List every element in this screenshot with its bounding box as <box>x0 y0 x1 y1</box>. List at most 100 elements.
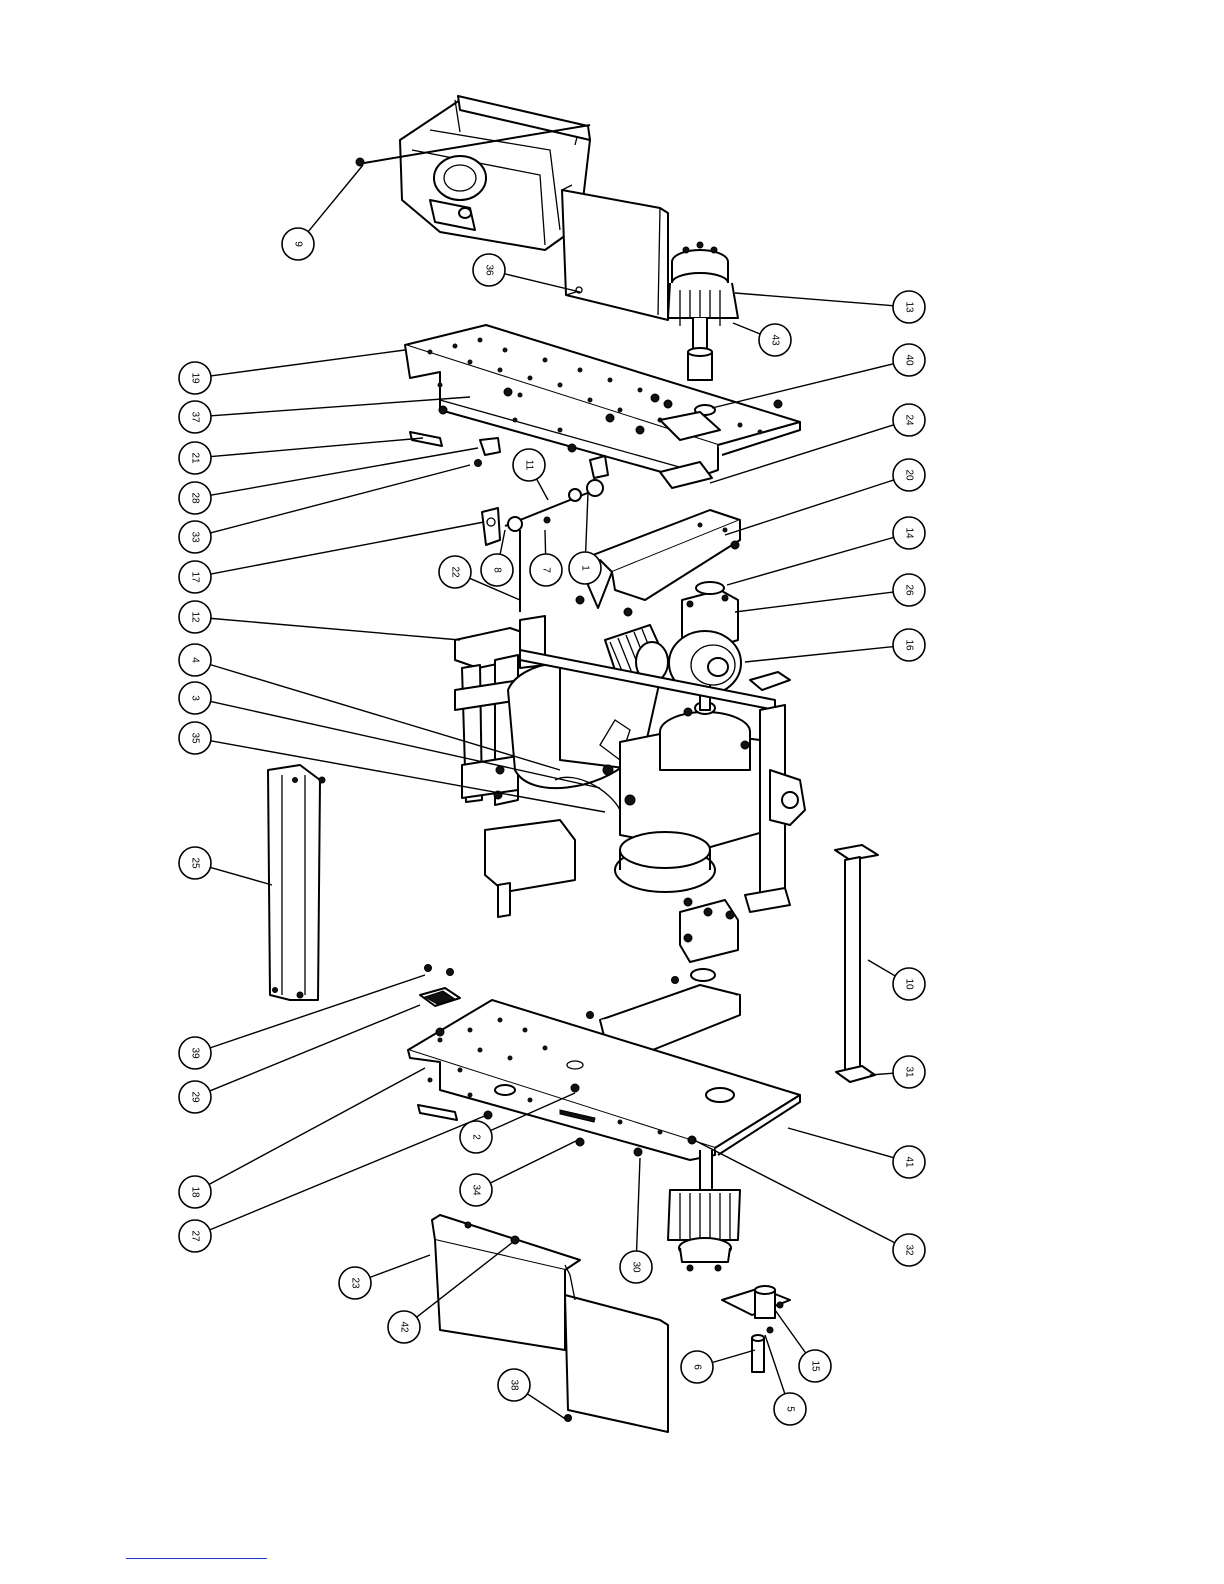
callout-number: 37 <box>190 411 201 423</box>
upper-side-panel <box>562 185 668 320</box>
callout-15: 15 <box>775 1310 831 1382</box>
callout-40: 40 <box>712 344 925 408</box>
callout-number: 34 <box>471 1184 482 1196</box>
callout-leader <box>637 1158 640 1251</box>
callout-leader <box>735 293 893 306</box>
callout-30: 30 <box>620 1158 652 1283</box>
callout-leader <box>210 1005 420 1091</box>
callout-number: 20 <box>904 469 915 481</box>
callout-leader <box>211 350 405 376</box>
lower-side-panel <box>432 1215 668 1432</box>
callout-number: 5 <box>785 1406 796 1412</box>
callout-leader <box>209 1068 425 1184</box>
callout-leader <box>211 438 423 457</box>
callout-number: 13 <box>904 301 915 313</box>
callout-number: 16 <box>904 639 915 651</box>
callout-leader <box>788 1128 894 1158</box>
callout-leader <box>725 480 894 535</box>
callout-leader <box>712 1350 755 1362</box>
fuel-tank <box>356 96 590 250</box>
callout-number: 36 <box>484 264 495 276</box>
callout-number: 21 <box>190 452 201 464</box>
callout-leader <box>868 960 895 976</box>
callout-number: 1 <box>580 565 591 571</box>
callout-leader <box>727 537 894 585</box>
lower-small-parts <box>420 965 460 1007</box>
callout-number: 31 <box>904 1066 915 1078</box>
callout-23: 23 <box>339 1255 430 1299</box>
callout-number: 39 <box>190 1047 201 1059</box>
callout-17: 17 <box>179 522 484 593</box>
callout-1: 1 <box>569 493 601 584</box>
callout-26: 26 <box>735 574 925 612</box>
footnote-rule <box>126 1558 267 1559</box>
callout-number: 23 <box>350 1277 361 1289</box>
callout-number: 25 <box>190 857 201 869</box>
callout-leader <box>211 397 470 416</box>
callout-number: 40 <box>904 354 915 366</box>
callout-number: 14 <box>904 527 915 539</box>
callout-28: 28 <box>179 448 478 514</box>
bearing-plate-assembly <box>722 1286 790 1372</box>
callout-number: 7 <box>541 567 552 573</box>
callout-12: 12 <box>179 601 460 640</box>
callout-leader <box>500 530 505 554</box>
callout-14: 14 <box>727 517 925 585</box>
callout-number: 28 <box>190 492 201 504</box>
callout-number: 6 <box>692 1364 703 1370</box>
callout-leader <box>545 530 546 554</box>
callout-16: 16 <box>745 629 925 662</box>
callout-number: 30 <box>631 1261 642 1273</box>
callout-number: 29 <box>190 1091 201 1103</box>
callout-29: 29 <box>179 1005 420 1113</box>
callout-31: 31 <box>870 1056 925 1088</box>
callout-number: 27 <box>190 1230 201 1242</box>
callout-6: 6 <box>681 1350 755 1383</box>
callout-25: 25 <box>179 847 272 885</box>
callout-number: 15 <box>810 1360 821 1372</box>
callout-leader <box>370 1255 430 1277</box>
callout-leader <box>775 1310 806 1353</box>
callout-number: 22 <box>450 566 461 578</box>
callout-leader <box>308 165 363 232</box>
callout-number: 26 <box>904 584 915 596</box>
callout-number: 41 <box>904 1156 915 1168</box>
callout-leader <box>537 479 548 500</box>
callout-leader <box>210 1115 487 1230</box>
callout-10: 10 <box>868 960 925 1000</box>
callout-13: 13 <box>735 291 925 323</box>
callout-leader <box>490 1140 578 1183</box>
callout-37: 37 <box>179 397 470 433</box>
callout-number: 19 <box>190 372 201 384</box>
callout-5: 5 <box>765 1335 806 1425</box>
callout-7: 7 <box>530 530 562 586</box>
callout-leader <box>712 364 893 408</box>
callout-number: 24 <box>904 414 915 426</box>
callout-number: 3 <box>190 695 201 701</box>
callout-number: 11 <box>524 460 535 471</box>
callout-number: 43 <box>770 334 781 346</box>
callout-leader <box>733 323 760 334</box>
callout-number: 18 <box>190 1186 201 1198</box>
callout-number: 17 <box>190 571 201 583</box>
lower-mount-bracket <box>587 898 741 1055</box>
callout-number: 32 <box>904 1244 915 1256</box>
callout-number: 9 <box>293 241 304 247</box>
left-side-rail <box>268 765 325 1000</box>
callout-9: 9 <box>282 165 363 260</box>
callout-leader <box>210 465 470 533</box>
callout-43: 43 <box>733 323 791 356</box>
callout-leader <box>745 647 893 662</box>
callout-leader <box>735 592 893 612</box>
right-support-column <box>835 845 878 1082</box>
callout-number: 4 <box>190 657 201 663</box>
lower-spindle-assembly <box>634 1148 740 1271</box>
callout-19: 19 <box>179 350 405 394</box>
callout-number: 10 <box>904 978 915 990</box>
callout-leader <box>527 1394 567 1420</box>
callout-number: 12 <box>190 611 201 623</box>
callout-leader <box>211 448 478 495</box>
callout-11: 11 <box>513 449 548 500</box>
callout-number: 33 <box>190 531 201 543</box>
